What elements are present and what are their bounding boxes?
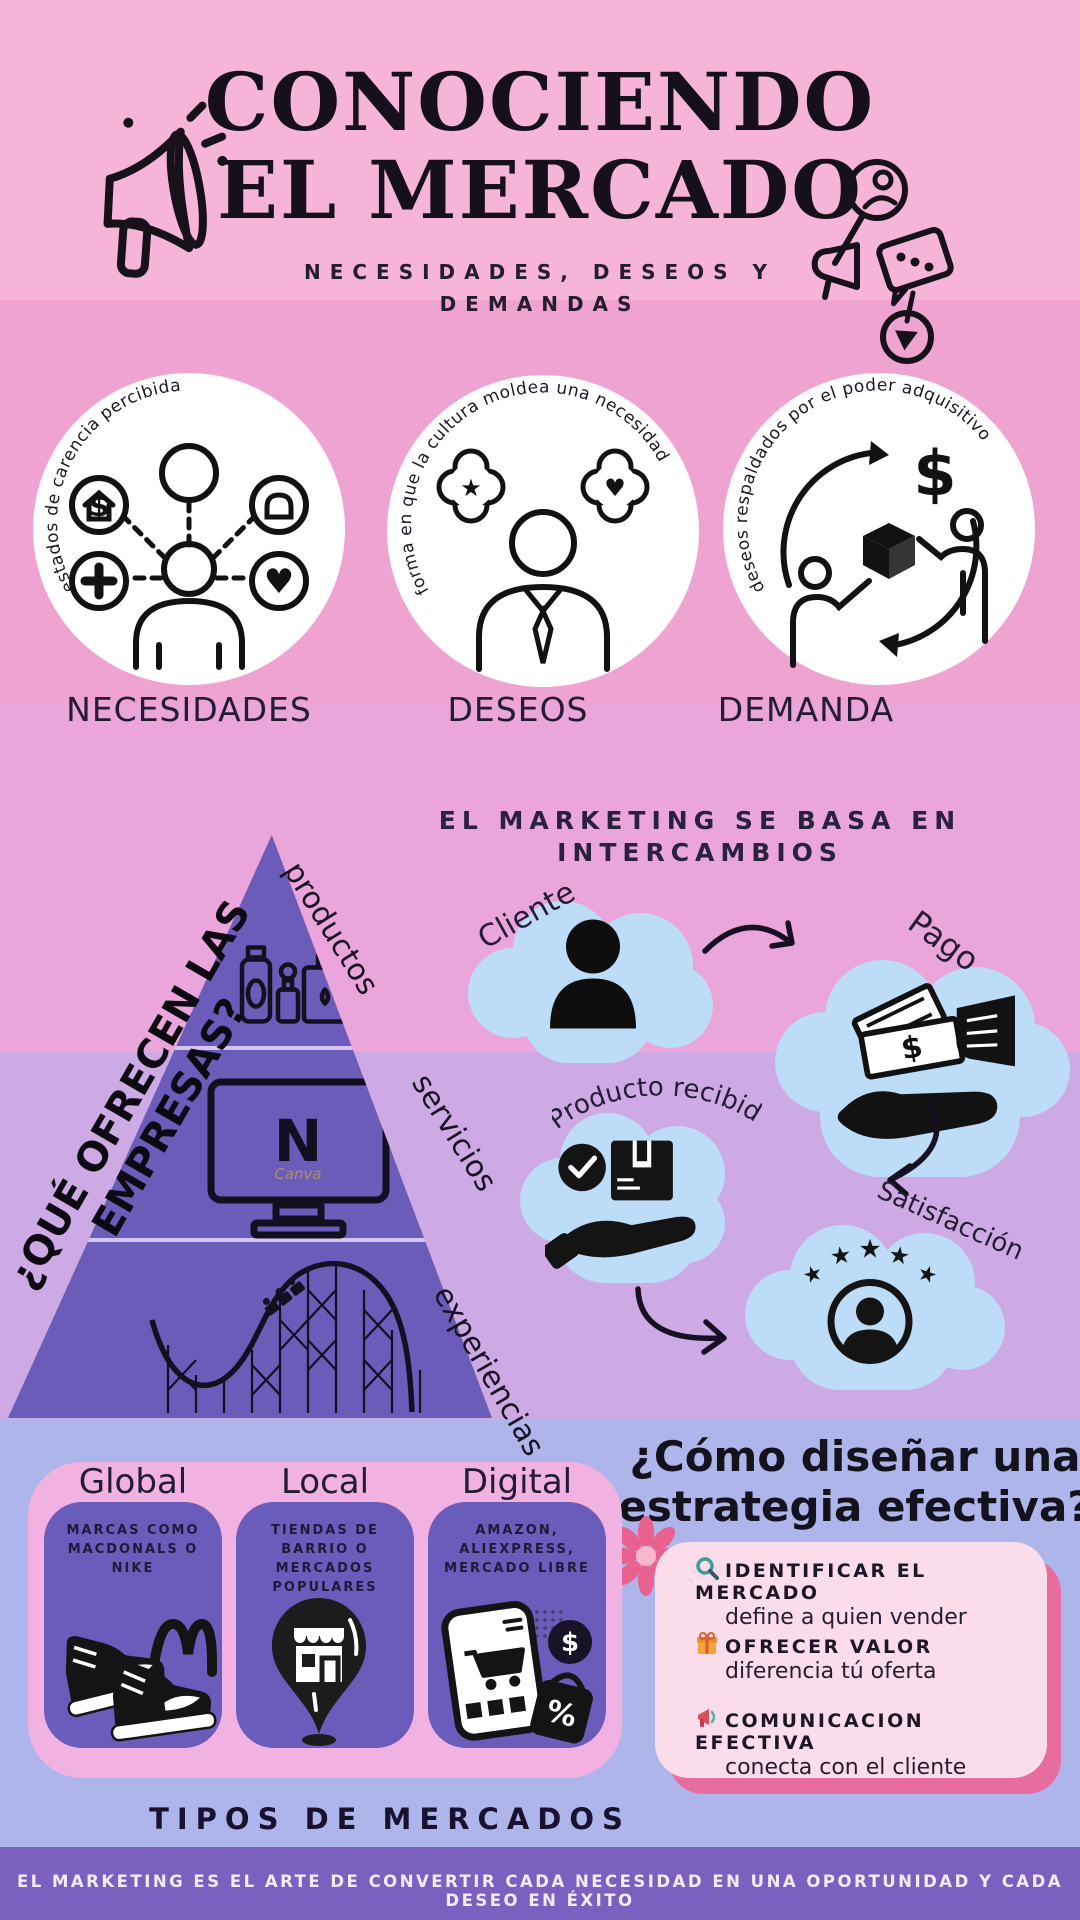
market-desc: AMAZON, ALIEXPRESS, MERCADO LIBRE — [444, 1523, 590, 1576]
payment-icon: $ — [837, 983, 1015, 1139]
client-cloud — [468, 893, 713, 1065]
pyramid-separator-1 — [8, 1046, 492, 1050]
market-column-global: Global MARCAS COMO MACDONALS O NIKE — [44, 1462, 222, 1778]
markets-title: TIPOS DE MERCADOS — [149, 1802, 631, 1836]
strategy-item-2: OFRECER VALOR diferencia tú oferta — [695, 1632, 1025, 1684]
page-subtitle-line2: DEMANDAS — [439, 292, 641, 316]
footer-quote: EL MARKETING ES EL ARTE DE CONVERTIR CAD… — [16, 1872, 1064, 1910]
strategy-item-title: OFRECER VALOR — [725, 1636, 933, 1658]
market-card-local: TIENDAS DE BARRIO O MERCADOS POPULARES — [236, 1502, 414, 1748]
label-demanda: DEMANDA — [717, 690, 895, 729]
sneakers-icon — [65, 1618, 217, 1742]
market-card-global: MARCAS COMO MACDONALS O NIKE — [44, 1502, 222, 1748]
exchange-icon: $ — [780, 437, 988, 668]
watermark: Canva — [274, 1165, 321, 1183]
svg-text:★: ★ — [887, 1240, 912, 1271]
svg-text:$: $ — [561, 1628, 579, 1658]
thought-flower-star-icon: ★ — [436, 448, 506, 524]
box-icon — [863, 523, 915, 579]
market-name: Local — [280, 1462, 370, 1502]
pyramid-separator-2 — [8, 1238, 492, 1242]
product-received-icon — [545, 1140, 696, 1269]
strategy-item-desc: diferencia tú oferta — [725, 1659, 937, 1684]
svg-text:$: $ — [913, 437, 956, 510]
page-title-line1: CONOCIENDO — [204, 55, 876, 149]
heart-icon: ♥ — [264, 562, 294, 602]
band-footer — [0, 1847, 1080, 1920]
market-name: Global — [78, 1462, 188, 1502]
megaphone-bullet-icon — [698, 1709, 716, 1727]
tv-icon: N Canva — [207, 1078, 390, 1239]
page-title-line2: EL MERCADO — [217, 143, 863, 237]
wishful-person-icon: ★ ♥ — [436, 448, 650, 672]
discount-bag-icon: % — [530, 1672, 593, 1744]
gift-icon — [697, 1632, 717, 1654]
strategy-item-1: IDENTIFICAR EL MERCADO define a quien ve… — [695, 1556, 1025, 1630]
strategy-heading-line2: estrategia efectiva? — [618, 1482, 1080, 1531]
strategy-item-title: COMUNICACION EFECTIVA — [695, 1710, 925, 1754]
medical-cross-icon — [80, 562, 118, 600]
market-types-panel: Global MARCAS COMO MACDONALS O NIKE — [28, 1462, 622, 1778]
product-received-label-arc: Producto recibido — [552, 1072, 762, 1136]
rollercoaster-icon — [149, 1260, 422, 1413]
strategy-item-title: IDENTIFICAR EL MERCADO — [695, 1560, 927, 1604]
needs-person-icon: $ ♥ — [69, 443, 309, 670]
market-card-digital: AMAZON, ALIEXPRESS, MERCADO LIBRE — [428, 1502, 606, 1748]
megaphone-icon — [103, 101, 228, 278]
market-column-digital: Digital AMAZON, ALIEXPRESS, MERCADO LIBR… — [428, 1462, 606, 1778]
strategy-heading-line1: ¿Cómo diseñar una — [629, 1432, 1080, 1481]
thought-flower-heart-icon: ♥ — [580, 448, 650, 524]
arrow-client-to-payment — [702, 920, 795, 954]
satisfaction-cloud: ★ ★ ★ ★ ★ — [740, 1215, 1005, 1393]
arrow-payment-to-product — [887, 1100, 940, 1197]
dollar-badge-icon: $ — [548, 1620, 592, 1664]
market-desc: TIENDAS DE BARRIO O MERCADOS POPULARES — [271, 1523, 379, 1595]
social-media-icons — [811, 159, 954, 364]
market-name: Digital — [461, 1462, 573, 1502]
svg-text:★: ★ — [800, 1260, 826, 1290]
market-desc: MARCAS COMO MACDONALS O NIKE — [66, 1523, 200, 1576]
label-deseos: DESEOS — [447, 690, 589, 729]
svg-text:♥: ♥ — [264, 562, 294, 602]
strategy-item-3: COMUNICACION EFECTIVA conecta con el cli… — [695, 1706, 1025, 1780]
concept-circle-demanda: deseos respaldados por el poder adquisit… — [723, 373, 1035, 685]
page-subtitle-line1: NECESIDADES, DESEOS Y — [303, 260, 777, 284]
label-necesidades: NECESIDADES — [66, 690, 312, 729]
mcdonalds-m-icon — [148, 1618, 217, 1677]
search-icon — [696, 1557, 719, 1580]
bread-icon — [264, 492, 294, 520]
arc-text-necesidades: estados de carencia percibida — [42, 376, 182, 597]
exchange-title-line1: EL MARKETING SE BASA EN — [438, 806, 962, 835]
svg-text:★: ★ — [460, 474, 482, 502]
svg-text:★: ★ — [914, 1260, 940, 1290]
svg-text:Producto recibido: Producto recibido — [552, 1072, 762, 1136]
payment-cloud: $ — [765, 952, 1075, 1190]
exchange-title-line2: INTERCAMBIOS — [557, 838, 843, 867]
dollar-icon: $ — [913, 437, 956, 510]
tv-letter: N — [274, 1107, 323, 1175]
concept-circle-necesidades: estados de carencia percibida $ ♥ — [33, 373, 345, 685]
svg-text:★: ★ — [828, 1240, 853, 1271]
svg-text:★: ★ — [858, 1235, 881, 1265]
house-icon — [82, 489, 116, 522]
concept-circle-deseos: forma en que la cultura moldea una neces… — [387, 375, 699, 687]
phone-shopping-icon: $ % — [441, 1601, 593, 1744]
arrow-product-to-satisfaction — [635, 1286, 727, 1355]
store-pin-icon — [272, 1598, 366, 1746]
svg-text:♥: ♥ — [604, 474, 626, 502]
strategy-card: IDENTIFICAR EL MERCADO define a quien ve… — [655, 1542, 1047, 1780]
strategy-item-desc: conecta con el cliente — [725, 1755, 967, 1780]
satisfaction-icon: ★ ★ ★ ★ ★ — [800, 1235, 940, 1364]
product-received-cloud — [520, 1108, 730, 1288]
client-icon — [550, 919, 636, 1029]
svg-text:estados de carencia percibida: estados de carencia percibida — [42, 376, 182, 597]
market-column-local: Local TIENDAS DE BARRIO O MERCADOS POPUL… — [236, 1462, 414, 1778]
strategy-item-desc: define a quien vender — [725, 1605, 967, 1630]
